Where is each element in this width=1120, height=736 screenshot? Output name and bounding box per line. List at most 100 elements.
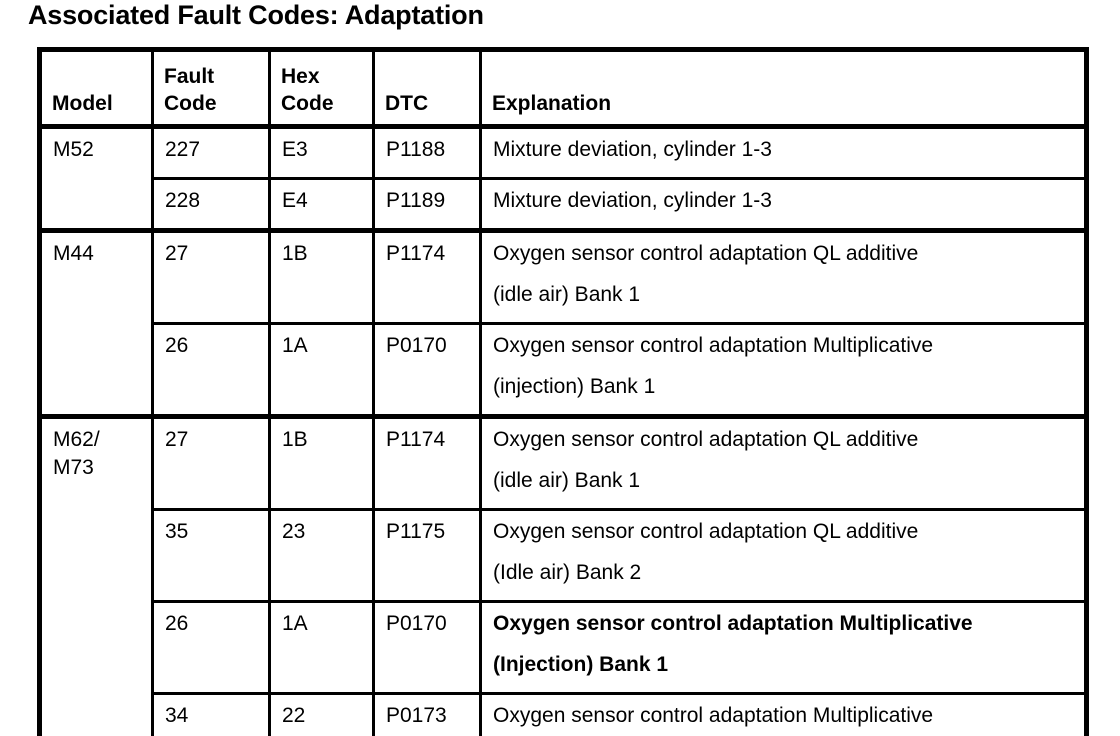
model-label: M62/: [53, 428, 100, 451]
fault-code-cell: 26: [151, 600, 271, 695]
dtc-value: P1188: [386, 138, 446, 161]
dtc-value: P1174: [386, 242, 446, 265]
explanation-line: (Idle air) Bank 2: [493, 561, 642, 584]
dtc-value: P1174: [386, 428, 446, 451]
header-label: DTC: [385, 92, 429, 115]
fault-value: 26: [165, 334, 189, 357]
hex-code-cell: 23: [268, 508, 375, 603]
hex-value: E3: [282, 138, 308, 161]
header-label: Fault: [164, 65, 215, 88]
fault-value: 27: [165, 428, 189, 451]
model-label: M44: [53, 242, 94, 265]
hex-value: 23: [282, 520, 306, 543]
explanation-cell: Oxygen sensor control adaptation QL addi…: [479, 228, 1088, 325]
hex-code-cell: 1B: [268, 414, 375, 511]
header-label: Model: [52, 92, 113, 115]
explanation-line: Mixture deviation, cylinder 1-3: [493, 189, 772, 212]
explanation-cell: Oxygen sensor control adaptation QL addi…: [479, 414, 1088, 511]
fault-code-cell: 228: [151, 177, 271, 232]
table-row: 228 E4 P1189 Mixture deviation, cylinder 1-…: [40, 177, 1088, 232]
header-label: Explanation: [492, 92, 612, 115]
fault-code-cell: 27: [151, 414, 271, 511]
model-cell-m62-m73: M62/M73: [38, 414, 154, 736]
dtc-value: P1189: [386, 189, 446, 212]
explanation-cell: Oxygen sensor control adaptation Multipl…: [479, 322, 1088, 418]
fault-value: 27: [165, 242, 189, 265]
hex-value: E4: [282, 189, 308, 212]
explanation-cell: Mixture deviation, cylinder 1-3: [479, 177, 1088, 232]
explanation-line: Oxygen sensor control adaptation QL addi…: [493, 242, 919, 265]
explanation-cell: Oxygen sensor control adaptation Multipl…: [479, 600, 1088, 695]
fault-code-cell: 35: [151, 508, 271, 603]
model-label: M73: [53, 456, 94, 479]
model-label: M52: [53, 138, 94, 161]
explanation-line: Oxygen sensor control adaptation Multipl…: [493, 612, 973, 635]
model-cell-m52: M52: [38, 124, 154, 232]
dtc-value: P0170: [386, 612, 447, 635]
fault-value: 228: [165, 189, 201, 212]
fault-value: 35: [165, 520, 189, 543]
hex-code-cell: 1A: [268, 600, 375, 695]
hex-code-cell: E4: [268, 177, 375, 232]
table-row: 35 23 P1175 Oxygen sensor control adaptatio…: [40, 508, 1088, 603]
table-row: 34 22 P0173 Oxygen sensor control adaptatio…: [40, 692, 1088, 736]
hex-code-cell: 22: [268, 692, 375, 736]
hex-code-cell: 1B: [268, 228, 375, 325]
dtc-cell: P1188: [372, 124, 482, 180]
explanation-cell: Mixture deviation, cylinder 1-3: [479, 124, 1088, 180]
explanation-line: Oxygen sensor control adaptation QL addi…: [493, 428, 919, 451]
hex-value: 1B: [282, 242, 308, 265]
dtc-cell: P1174: [372, 414, 482, 511]
header-label: Code: [164, 92, 217, 115]
fault-code-cell: 227: [151, 124, 271, 180]
fault-value: 26: [165, 612, 189, 635]
fault-value: 34: [165, 704, 189, 727]
explanation-cell: Oxygen sensor control adaptation QL addi…: [479, 508, 1088, 603]
header-label: Code: [281, 92, 334, 115]
dtc-cell: P0173: [372, 692, 482, 736]
dtc-cell: P1175: [372, 508, 482, 603]
fault-code-cell: 34: [151, 692, 271, 736]
dtc-cell: P1189: [372, 177, 482, 232]
column-header-explanation: Explanation: [479, 48, 1088, 129]
hex-value: 1A: [282, 334, 308, 357]
dtc-value: P1175: [386, 520, 446, 543]
hex-value: 1A: [282, 612, 308, 635]
hex-code-cell: E3: [268, 124, 375, 180]
dtc-cell: P0170: [372, 600, 482, 695]
explanation-line: Oxygen sensor control adaptation QL addi…: [493, 520, 919, 543]
hex-value: 22: [282, 704, 306, 727]
dtc-cell: P1174: [372, 228, 482, 325]
model-cell-m44: M44: [38, 228, 154, 418]
column-header-dtc: DTC: [372, 48, 482, 129]
fault-code-cell: 26: [151, 322, 271, 418]
header-label: Hex: [281, 65, 320, 88]
explanation-line: Oxygen sensor control adaptation Multipl…: [493, 704, 934, 727]
page-title: Associated Fault Codes: Adaptation: [28, 0, 484, 30]
table-row: 26 1A P0170 Oxygen sensor control adaptatio…: [40, 322, 1088, 418]
explanation-line: Oxygen sensor control adaptation Multipl…: [493, 334, 934, 357]
table-row: 26 1A P0170 Oxygen sensor control adaptatio…: [40, 600, 1088, 695]
hex-value: 1B: [282, 428, 308, 451]
explanation-cell: Oxygen sensor control adaptation Multipl…: [479, 692, 1088, 736]
fault-code-cell: 27: [151, 228, 271, 325]
explanation-line: (Injection) Bank 1: [493, 653, 669, 676]
explanation-line: (idle air) Bank 1: [493, 283, 641, 306]
explanation-line: Mixture deviation, cylinder 1-3: [493, 138, 772, 161]
dtc-cell: P0170: [372, 322, 482, 418]
column-header-model: Model: [38, 48, 154, 129]
fault-value: 227: [165, 138, 201, 161]
dtc-value: P0173: [386, 704, 447, 727]
dtc-value: P0170: [386, 334, 447, 357]
hex-code-cell: 1A: [268, 322, 375, 418]
